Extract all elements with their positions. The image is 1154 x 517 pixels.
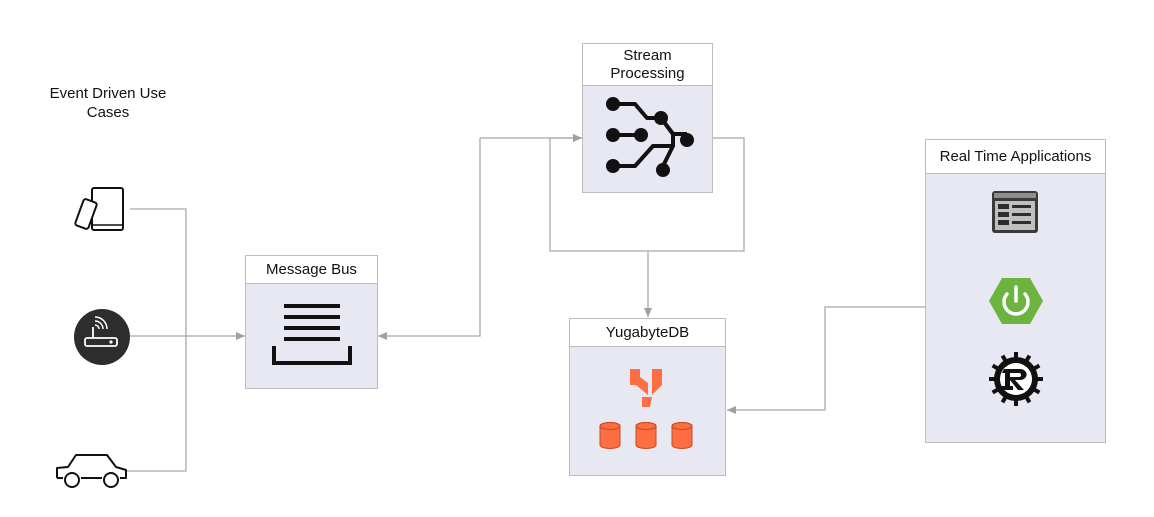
mobile-devices-icon (74, 187, 124, 231)
web-app-icon (992, 191, 1038, 233)
rust-logo-icon (989, 352, 1043, 406)
database-cylinder-icon (599, 422, 693, 449)
car-to-bus-connector (127, 336, 187, 472)
car-icon (56, 454, 127, 488)
inbox-stack-icon (272, 304, 352, 365)
stream-flow-icon (606, 97, 694, 177)
yugabyte-node[interactable]: YugabyteDB (569, 318, 726, 476)
stream-processing-node[interactable]: Stream Processing (582, 43, 713, 193)
yugabyte-logo-icon (630, 369, 662, 407)
yugabyte-title: YugabyteDB (570, 319, 725, 347)
stream-loop-connector (549, 134, 745, 252)
sources-title: Event Driven Use Cases (49, 85, 167, 121)
realtime-apps-title: Real Time Applications (926, 140, 1105, 174)
message-bus-node[interactable]: Message Bus (245, 255, 378, 389)
spring-boot-icon (989, 278, 1043, 324)
tablet-to-bus-connector (130, 208, 187, 336)
iot-router-icon (74, 309, 130, 365)
stream-to-bus-connector (378, 138, 481, 340)
stream-processing-title: Stream Processing (583, 44, 712, 86)
message-bus-title: Message Bus (246, 256, 377, 284)
apps-to-yugabyte-connector (727, 306, 925, 414)
realtime-apps-node[interactable]: Real Time Applications (925, 139, 1106, 443)
